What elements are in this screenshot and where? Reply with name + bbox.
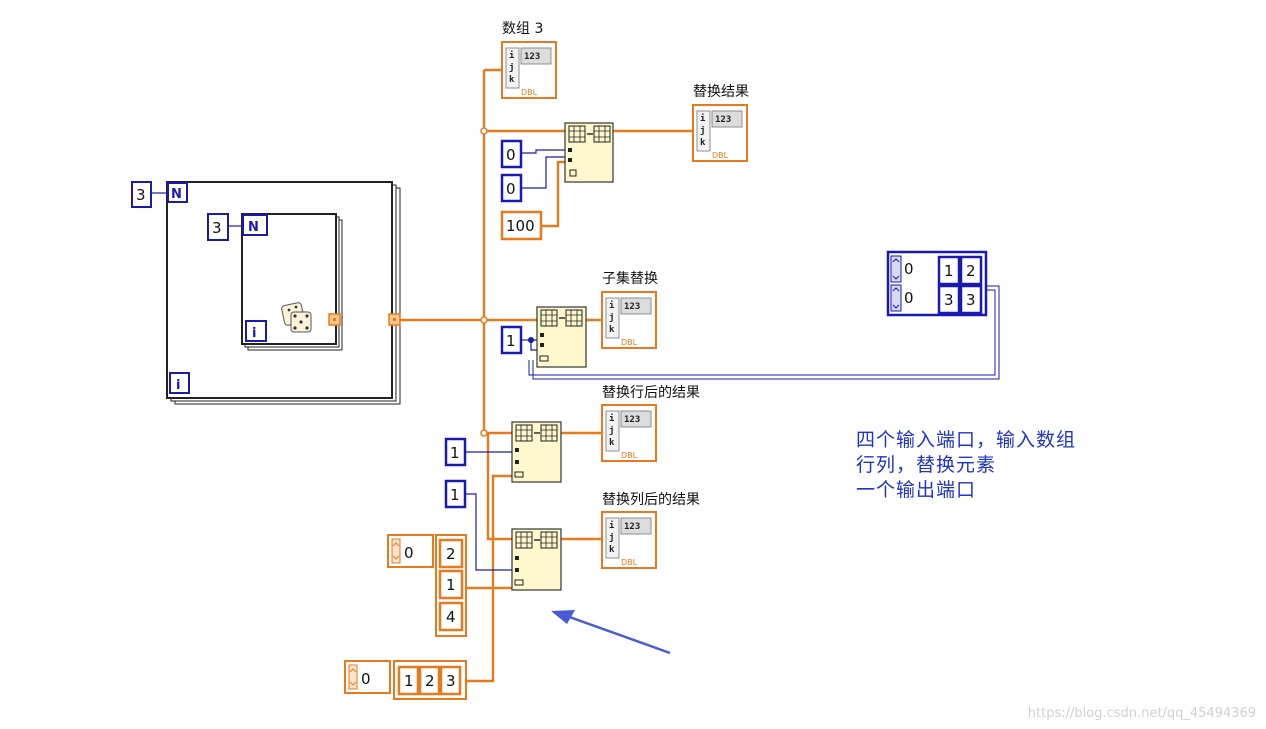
ind-row-k: k [609, 545, 615, 555]
ind-row-j: j [700, 125, 705, 136]
svg-text:2: 2 [966, 262, 976, 280]
constant-col-index[interactable]: 1 [444, 479, 467, 509]
ind-row-j: j [509, 62, 514, 73]
ind-row-j: j [609, 425, 614, 436]
annotation-note: 四个输入端口，输入数组 行列，替换元素 一个输出端口 [856, 428, 1076, 503]
outer-loop-n-label: N [171, 187, 182, 202]
indicator-array3[interactable]: i j k 123 DBL [501, 41, 557, 99]
ind-dbl: DBL [712, 151, 729, 160]
blue-wire-junction [528, 337, 534, 343]
blue-col-index: 0 [904, 289, 914, 307]
constant-100[interactable]: 100 [500, 210, 543, 241]
constant-row-index[interactable]: 1 [444, 437, 467, 467]
ind-123: 123 [624, 522, 640, 532]
indicator-replace-result[interactable]: i j k 123 DBL [692, 104, 748, 162]
label-replace-row-result: 替换行后的结果 [602, 385, 700, 401]
ind-row-k: k [609, 325, 615, 335]
replace-subset-node-1[interactable] [564, 122, 614, 183]
constant-zero-b[interactable]: 0 [500, 173, 523, 203]
note-line-1: 四个输入端口，输入数组 [856, 429, 1077, 451]
blue-wires [466, 149, 565, 571]
outer-count-value: 3 [136, 186, 146, 204]
inner-loop-index-terminal: i [245, 320, 267, 342]
ind-dbl: DBL [521, 88, 538, 97]
inner-loop-count-constant[interactable]: 3 [207, 213, 229, 241]
ind-123: 123 [624, 302, 640, 312]
ind-row-i: i [509, 50, 515, 61]
ind-row-j: j [609, 532, 614, 543]
ind-row-k: k [700, 138, 706, 148]
svg-text:3: 3 [966, 291, 976, 309]
svg-text:1: 1 [506, 332, 516, 350]
ind-123: 123 [524, 52, 540, 62]
svg-text:1: 1 [450, 486, 460, 504]
svg-text:100: 100 [506, 217, 535, 235]
svg-text:4: 4 [446, 608, 456, 626]
indicator-subset-replace[interactable]: i j k 123 DBL [601, 291, 657, 349]
outer-loop-index-terminal: i [169, 372, 190, 394]
svg-text:3: 3 [944, 291, 954, 309]
replace-subset-node-2[interactable] [536, 306, 587, 368]
svg-text:0: 0 [506, 180, 516, 198]
svg-text:3: 3 [446, 672, 456, 690]
loop-tunnels [328, 313, 401, 326]
ind-row-k: k [609, 438, 615, 448]
row-array-index: 0 [361, 670, 371, 688]
inner-count-value: 3 [212, 219, 222, 237]
outer-loop-count-terminal[interactable]: N [167, 182, 188, 203]
label-subset-replace: 子集替换 [602, 271, 658, 287]
svg-text:1: 1 [450, 444, 460, 462]
annotation-arrow [551, 610, 671, 655]
ind-row-i: i [609, 520, 615, 531]
row-array-constant[interactable]: 0 1 2 3 [344, 660, 467, 700]
ind-row-i: i [609, 300, 615, 311]
indicator-col-replaced[interactable]: i j k 123 DBL [601, 511, 657, 569]
column-array-constant[interactable]: 0 2 1 4 [387, 534, 467, 637]
svg-text:2: 2 [425, 672, 435, 690]
cluster-wire [528, 285, 1000, 380]
label-replace-result: 替换结果 [693, 84, 749, 100]
ind-row-k: k [509, 75, 515, 85]
ind-row-i: i [700, 113, 706, 124]
label-replace-col-result: 替换列后的结果 [602, 492, 700, 508]
replace-subset-node-4[interactable] [511, 528, 562, 591]
svg-text:1: 1 [944, 262, 954, 280]
blue-2d-array-constant[interactable]: 0 0 1 2 3 3 [886, 250, 988, 317]
blue-row-index: 0 [904, 260, 914, 278]
column-array-index: 0 [404, 544, 414, 562]
indicator-row-replaced[interactable]: i j k 123 DBL [601, 404, 657, 462]
svg-text:2: 2 [446, 545, 456, 563]
inner-loop-n-label: N [248, 220, 259, 235]
ind-dbl: DBL [621, 338, 638, 347]
label-array3: 数组 3 [502, 21, 544, 37]
svg-text:1: 1 [446, 576, 456, 594]
ind-dbl: DBL [621, 558, 638, 567]
svg-text:0: 0 [506, 146, 516, 164]
constant-subset-index[interactable]: 1 [500, 325, 523, 355]
inner-loop-count-terminal[interactable]: N [242, 214, 268, 236]
ind-row-i: i [609, 413, 615, 424]
replace-subset-node-3[interactable] [511, 421, 562, 483]
ind-row-j: j [609, 312, 614, 323]
inner-loop-i-label: i [252, 326, 256, 341]
outer-loop-i-label: i [176, 378, 180, 393]
watermark: https://blog.csdn.net/qq_45494369 [1027, 706, 1256, 721]
note-line-3: 一个输出端口 [856, 479, 977, 501]
note-line-2: 行列，替换元素 [856, 454, 997, 476]
ind-dbl: DBL [621, 451, 638, 460]
random-number-dice-icon[interactable] [281, 302, 312, 333]
constant-zero-a[interactable]: 0 [500, 139, 523, 169]
ind-123: 123 [715, 115, 731, 125]
outer-loop-count-constant[interactable]: 3 [131, 181, 152, 208]
ind-123: 123 [624, 415, 640, 425]
svg-text:1: 1 [404, 672, 414, 690]
orange-wire-junctions [480, 127, 488, 437]
